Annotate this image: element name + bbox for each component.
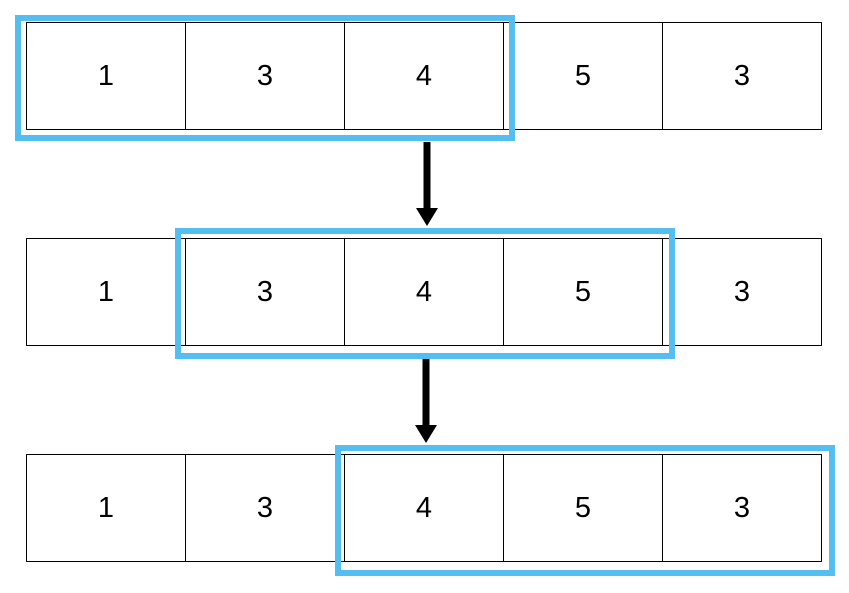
array-cell: 1 — [26, 454, 186, 562]
array-row-2: 1 3 4 5 3 — [26, 238, 822, 346]
arrow-head-icon — [416, 208, 438, 226]
arrow-shaft — [422, 359, 430, 426]
arrow-head-icon — [415, 425, 437, 443]
sliding-window-highlight-2 — [175, 228, 675, 359]
array-row-3: 1 3 4 5 3 — [26, 454, 822, 562]
arrow-shaft — [423, 142, 431, 209]
array-cell: 3 — [662, 22, 822, 130]
array-cell: 3 — [662, 238, 822, 346]
down-arrow-2 — [414, 359, 438, 443]
array-cell: 3 — [185, 454, 345, 562]
sliding-window-highlight-3 — [335, 445, 835, 576]
array-row-1: 1 3 4 5 3 — [26, 22, 822, 130]
array-cell: 3 — [662, 454, 822, 562]
down-arrow-1 — [415, 142, 439, 226]
array-cell: 1 — [26, 238, 186, 346]
sliding-window-highlight-1 — [15, 15, 515, 141]
array-cell: 5 — [503, 22, 663, 130]
